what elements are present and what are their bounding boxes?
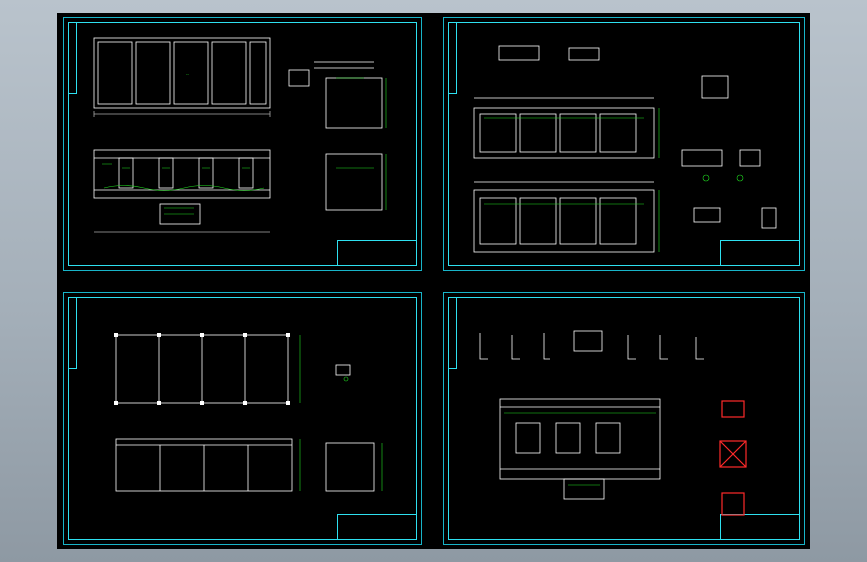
sheet-4-side-strip (449, 298, 457, 369)
sheet-2-side-strip (449, 23, 457, 94)
sheet-3-title-block (337, 514, 416, 539)
drawing-sheet-2[interactable] (443, 17, 805, 271)
sheet-1-title-block (337, 240, 416, 265)
sheet-1-side-strip (69, 23, 77, 94)
detail-rebar (336, 77, 387, 210)
tank-section (499, 398, 661, 500)
sheet-1-border (68, 22, 417, 266)
section-view (93, 149, 271, 233)
sheet-1-drawing: -- (93, 37, 387, 233)
elevation-lower (473, 181, 655, 253)
drawing-sheet-1[interactable]: -- (63, 17, 422, 271)
sheet-4-border (448, 297, 800, 540)
plan-view (93, 37, 271, 117)
sheet-3-side-strip (69, 298, 77, 369)
wall-elevation (115, 364, 375, 492)
detail-views (288, 61, 383, 211)
section-rebar (102, 163, 265, 215)
section-details-row (479, 330, 704, 360)
sheet-2-border (448, 22, 800, 266)
sheet-4-rebar (504, 412, 656, 486)
svg-text:--: -- (186, 72, 189, 77)
column-rebar-details (719, 400, 747, 516)
sheet-2-rebar (484, 108, 744, 252)
cad-viewport[interactable]: -- (57, 13, 810, 549)
sheet-4-drawing (479, 330, 747, 516)
elevation-upper (473, 97, 655, 159)
drawing-sheet-3[interactable] (63, 292, 422, 545)
top-details (498, 45, 777, 229)
sheet-3-dims (299, 335, 383, 491)
column-markers (114, 333, 290, 405)
sheet-3-drawing (114, 333, 383, 492)
sheet-3-border (68, 297, 417, 540)
sheet-4-title-block (720, 514, 799, 539)
foundation-plan (115, 334, 289, 404)
sheet-2-title-block (720, 240, 799, 265)
drawing-sheet-4[interactable] (443, 292, 805, 545)
sheet-2-drawing (473, 45, 777, 253)
